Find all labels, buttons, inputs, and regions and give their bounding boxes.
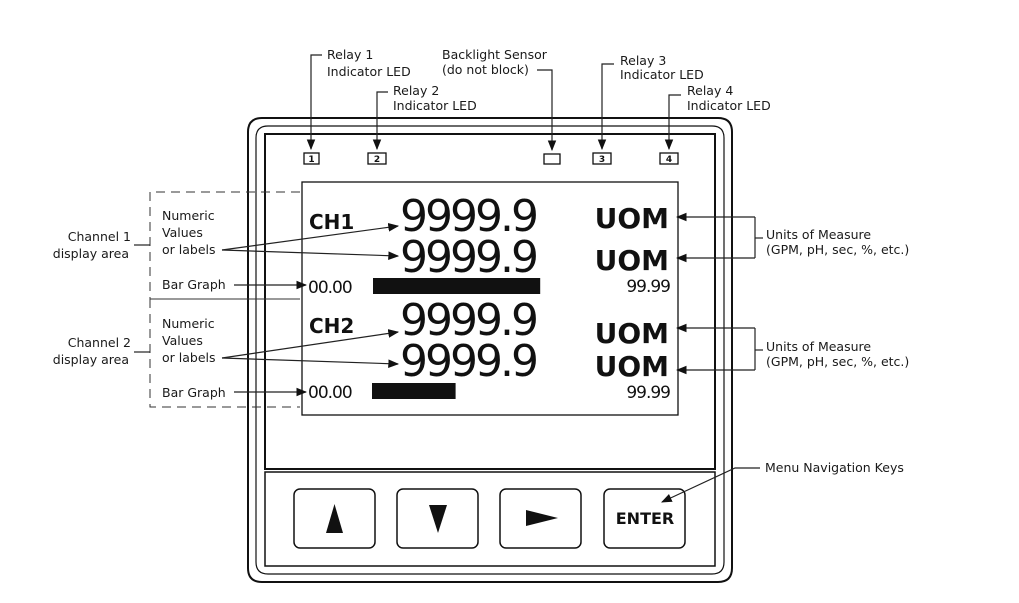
relay1-callout: Relay 1 Indicator LED <box>306 47 411 151</box>
ch2-bar-min: 00.00 <box>308 383 352 403</box>
ch2-value-top: 9999.9 <box>400 295 536 346</box>
ch2-uom-bottom: UOM <box>595 350 669 383</box>
relay1-led-number: 1 <box>308 155 314 165</box>
units1-callout-line1: Units of Measure <box>766 227 871 242</box>
relay3-callout-line1: Relay 3 <box>620 53 666 68</box>
relay4-callout-line2: Indicator LED <box>687 98 771 113</box>
units1-callout: Units of Measure (GPM, pH, sec, %, etc.) <box>675 212 909 263</box>
right-key[interactable] <box>499 488 582 549</box>
menu-keys-callout: Menu Navigation Keys <box>661 460 904 503</box>
relay4-led-number: 4 <box>666 155 672 165</box>
backlight-sensor <box>543 153 561 165</box>
relay1-led: 1 <box>303 152 320 165</box>
channel1-label-line1: Channel 1 <box>68 229 131 244</box>
ch2-value-bottom: 9999.9 <box>400 336 536 387</box>
ch2-uom-top: UOM <box>595 317 669 350</box>
channel1-label-line2: display area <box>53 246 129 261</box>
units2-callout-line1: Units of Measure <box>766 339 871 354</box>
relay3-callout: Relay 3 Indicator LED <box>597 53 704 151</box>
ch1-bar-max: 99.99 <box>626 277 670 297</box>
numeric1-label-line1: Numeric <box>162 208 215 223</box>
ch2-label: CH2 <box>309 314 354 338</box>
backlight-callout-line1: Backlight Sensor <box>442 47 548 62</box>
relay3-led: 3 <box>592 152 612 165</box>
channel2-label-line1: Channel 2 <box>68 335 131 350</box>
up-arrow-icon <box>326 504 343 533</box>
backlight-callout-line2: (do not block) <box>442 62 529 77</box>
relay2-callout-line2: Indicator LED <box>393 98 477 113</box>
backlight-callout: Backlight Sensor (do not block) <box>442 47 557 152</box>
relay1-callout-line1: Relay 1 <box>327 47 373 62</box>
bar2-callout: Bar Graph <box>162 385 308 400</box>
down-arrow-icon <box>429 505 447 533</box>
numeric2-label-line1: Numeric <box>162 316 215 331</box>
channel2-bracket <box>134 298 300 408</box>
right-arrow-icon <box>526 510 558 526</box>
relay4-callout: Relay 4 Indicator LED <box>664 83 771 151</box>
numeric1-callout: Numeric Values or labels <box>162 208 400 260</box>
relay1-callout-line2: Indicator LED <box>327 64 411 79</box>
bar2-label: Bar Graph <box>162 385 226 400</box>
relay3-callout-line2: Indicator LED <box>620 67 704 82</box>
numeric1-label-line3: or labels <box>162 242 216 257</box>
relay2-led-number: 2 <box>374 155 380 165</box>
enter-key[interactable]: ENTER <box>603 488 686 549</box>
ch2-bar-graph <box>372 383 456 399</box>
relay2-callout: Relay 2 Indicator LED <box>372 83 477 151</box>
ch1-value-bottom: 9999.9 <box>400 232 536 283</box>
numeric2-label-line3: or labels <box>162 350 216 365</box>
numeric2-label-line2: Values <box>162 333 203 348</box>
enter-key-label: ENTER <box>616 509 674 528</box>
relay4-led: 4 <box>659 152 679 165</box>
units2-callout-line2: (GPM, pH, sec, %, etc.) <box>766 354 909 369</box>
ch1-value-top: 9999.9 <box>400 191 536 242</box>
relay2-callout-line1: Relay 2 <box>393 83 439 98</box>
ch1-uom-top: UOM <box>595 202 669 235</box>
relay4-callout-line1: Relay 4 <box>687 83 733 98</box>
relay3-led-number: 3 <box>599 155 605 165</box>
ch1-bar-min: 00.00 <box>308 278 352 298</box>
relay2-led: 2 <box>367 152 387 165</box>
up-key[interactable] <box>293 488 376 549</box>
units2-callout: Units of Measure (GPM, pH, sec, %, etc.) <box>675 323 909 375</box>
numeric1-label-line2: Values <box>162 225 203 240</box>
ch1-bar-graph <box>373 278 541 294</box>
units1-callout-line2: (GPM, pH, sec, %, etc.) <box>766 242 909 257</box>
ch1-uom-bottom: UOM <box>595 244 669 277</box>
ch1-label: CH1 <box>309 210 354 234</box>
down-key[interactable] <box>396 488 479 549</box>
bar1-label: Bar Graph <box>162 277 226 292</box>
ch2-bar-max: 99.99 <box>626 383 670 403</box>
channel2-label-line2: display area <box>53 352 129 367</box>
menu-keys-callout-text: Menu Navigation Keys <box>765 460 904 475</box>
lcd-screen: CH1 9999.9 9999.9 UOM UOM 00.00 99.99 CH… <box>301 181 679 416</box>
numeric2-callout: Numeric Values or labels <box>162 316 400 368</box>
bar1-callout: Bar Graph <box>162 277 308 292</box>
